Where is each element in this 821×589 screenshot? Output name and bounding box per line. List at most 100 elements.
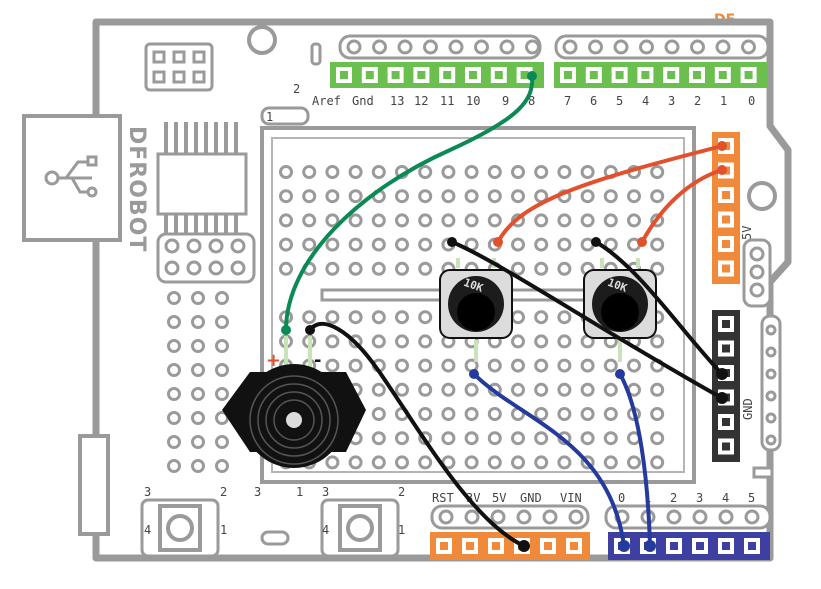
hole [371, 334, 386, 349]
power-jack [78, 434, 110, 536]
digital-pin-label: Gnd [352, 94, 374, 108]
hole [418, 407, 433, 421]
side-gnd-pin-core [722, 344, 730, 353]
hole [650, 189, 665, 204]
ring-pin [690, 39, 705, 55]
hole [487, 431, 502, 446]
hole [371, 237, 386, 252]
hole [395, 455, 409, 470]
mini-header-pin [208, 238, 224, 254]
hole [557, 310, 572, 325]
hole [348, 189, 363, 204]
digital-pin-core [589, 71, 598, 79]
hole [395, 358, 409, 373]
hole [487, 455, 502, 470]
hole [167, 315, 181, 329]
hole [580, 358, 595, 373]
potentiometer-2[interactable]: 10K [583, 258, 657, 362]
hole [418, 455, 433, 470]
hole [302, 213, 317, 228]
hole [348, 237, 363, 252]
push-button-left[interactable] [140, 498, 220, 558]
potentiometer-1[interactable]: 10K [439, 258, 513, 362]
analog-pin-label: 0 [618, 491, 625, 505]
brand-text: DFROBOT [124, 126, 149, 252]
button-pin-label: 1 [220, 523, 227, 537]
power-pin-label: RST [432, 491, 454, 505]
hole [395, 213, 409, 228]
hole [603, 382, 618, 397]
hole [627, 213, 641, 228]
hole [487, 213, 502, 228]
hole [534, 431, 549, 446]
mounting-hole [747, 181, 777, 211]
side-5v-pin-core [722, 264, 730, 273]
hole [325, 261, 340, 276]
hole [580, 189, 595, 204]
hole [418, 165, 433, 179]
digital-header [330, 62, 768, 88]
hole [511, 310, 525, 325]
hole [302, 189, 317, 204]
hole [371, 213, 386, 228]
hole [441, 407, 456, 421]
hole [603, 455, 618, 470]
hole [167, 411, 181, 425]
hole [167, 459, 181, 473]
hole [167, 435, 181, 449]
hole [325, 455, 340, 470]
power-pin-core [440, 542, 448, 550]
digital-pin-label: 13 [390, 94, 404, 108]
hole [215, 435, 229, 449]
power-pin-label: GND [520, 491, 542, 505]
hole [580, 407, 595, 421]
wires [284, 74, 724, 548]
digital-pin-core [693, 71, 701, 79]
hole [191, 411, 205, 425]
hole [371, 382, 386, 397]
hole [580, 213, 595, 228]
power-pin-core [570, 542, 578, 550]
side-5v-header [712, 132, 740, 284]
ring-pin [718, 509, 734, 525]
power-pin-core [544, 542, 552, 550]
hole [464, 189, 479, 204]
digital-pin-label: 10 [466, 94, 480, 108]
red-wire-1 [496, 144, 724, 244]
mounting-hole [247, 25, 277, 55]
ring-pin [692, 509, 708, 525]
hole [418, 310, 433, 325]
button-pin-label: 2 [220, 485, 227, 499]
ring-pin [588, 39, 603, 55]
side-gnd-label: GND [741, 398, 755, 420]
digital-pin-core [391, 71, 400, 79]
digital-pin-core [744, 71, 753, 79]
digital-pin-label: 5 [616, 94, 623, 108]
hole [534, 455, 549, 470]
push-button-right[interactable] [320, 498, 400, 558]
power-pin-core [492, 542, 500, 550]
usb-connector [22, 114, 122, 242]
hole [348, 310, 363, 325]
ring-pin [613, 39, 629, 55]
ring-pin [744, 509, 760, 525]
hole [371, 407, 386, 421]
hole [325, 358, 340, 373]
hole [650, 237, 665, 252]
ring-pin [639, 39, 654, 55]
hole [418, 261, 433, 276]
hole [557, 455, 572, 470]
digital-pin-core [469, 71, 477, 79]
ring-pin [525, 39, 540, 55]
analog-header [608, 532, 770, 560]
hole [464, 165, 479, 179]
hole [279, 189, 293, 204]
side-gnd-header [712, 310, 740, 462]
side-gnd-pin-core [722, 418, 730, 426]
jumper [260, 106, 310, 126]
side-gnd-pin-core [722, 320, 730, 328]
mini-header-pin [208, 260, 224, 276]
hole [557, 334, 572, 349]
digital-pin-core [667, 71, 676, 79]
hole [511, 455, 525, 470]
